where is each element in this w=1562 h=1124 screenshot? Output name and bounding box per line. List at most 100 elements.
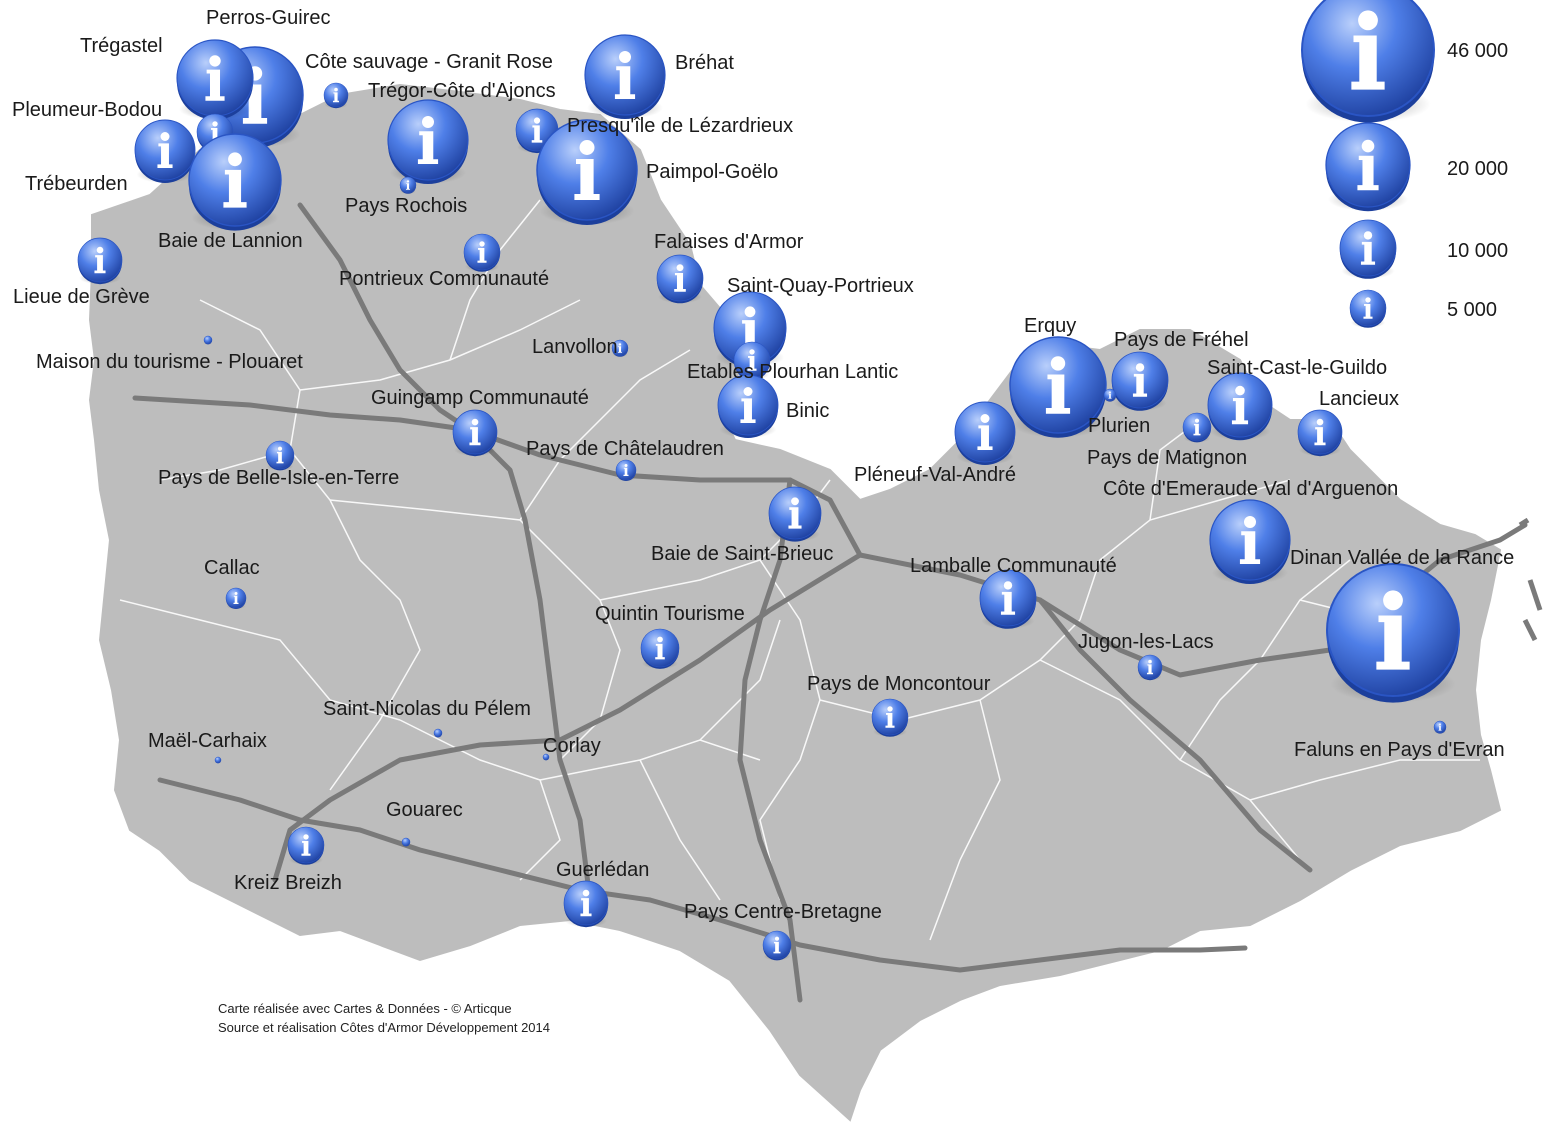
office-label: Dinan Vallée de la Rance [1290, 547, 1514, 569]
road-network [132, 202, 1528, 1003]
legend-info-icon [1325, 122, 1411, 212]
office-label: Pléneuf-Val-André [854, 464, 1016, 486]
info-icon [203, 335, 213, 345]
info-icon [214, 756, 222, 764]
info-icon [584, 34, 666, 120]
office-label: Faluns en Pays d'Evran [1294, 739, 1505, 761]
info-icon [134, 119, 196, 184]
info-icon [1103, 388, 1117, 402]
info-icon [768, 486, 822, 542]
office-label: Pays de Châtelaudren [526, 438, 724, 460]
office-label: Guerlédan [556, 859, 649, 881]
office-label: Kreiz Breizh [234, 872, 342, 894]
info-icon [1182, 412, 1212, 443]
office-label: Corlay [543, 735, 601, 757]
info-icon [563, 880, 609, 928]
office-label: Saint-Quay-Portrieux [727, 275, 914, 297]
office-labels: Perros-GuirecTrégastelPleumeur-BodouTréb… [12, 7, 1514, 923]
office-label: Pays Centre-Bretagne [684, 901, 882, 923]
info-icon [399, 176, 417, 194]
info-icon [1111, 351, 1169, 411]
info-icon [323, 82, 349, 109]
office-label: Pays de Fréhel [1114, 329, 1249, 351]
info-icon [762, 930, 792, 961]
legend: 46 000 20 000 10 000 5 000 [1301, 0, 1508, 328]
legend-label: 46 000 [1447, 40, 1508, 62]
info-icon [615, 459, 637, 482]
coast-markers [1518, 517, 1543, 642]
office-markers [77, 34, 1460, 961]
office-label: Pays de Moncontour [807, 673, 991, 695]
info-icon [954, 401, 1016, 465]
info-icon [611, 339, 629, 357]
info-icon [265, 440, 295, 471]
legend-info-icon [1339, 219, 1397, 279]
office-label: Pays de Belle-Isle-en-Terre [158, 467, 399, 489]
office-label: Côte sauvage - Granit Rose [305, 51, 553, 73]
info-icon [656, 254, 704, 304]
legend-label: 5 000 [1447, 299, 1497, 321]
info-icon [1207, 372, 1273, 441]
legend-label: 10 000 [1447, 240, 1508, 262]
info-icon [433, 728, 443, 738]
office-label: Lancieux [1319, 388, 1399, 410]
info-icon [188, 133, 282, 231]
info-icon [176, 39, 254, 120]
office-label: Pontrieux Communauté [339, 268, 549, 290]
office-label: Jugon-les-Lacs [1078, 631, 1214, 653]
office-label: Etables Plourhan Lantic [687, 361, 898, 383]
office-label: Baie de Lannion [158, 230, 303, 252]
office-label: Bréhat [675, 52, 734, 74]
office-label: Trégastel [80, 35, 163, 57]
office-label: Trégor-Côte d'Ajoncs [368, 80, 556, 102]
info-icon [871, 698, 909, 737]
info-icon [1009, 336, 1107, 438]
office-label: Plurien [1088, 415, 1150, 437]
office-label: Lanvollon [532, 336, 618, 358]
office-label: Perros-Guirec [206, 7, 330, 29]
info-icon [77, 237, 123, 285]
info-icon [452, 409, 498, 457]
office-label: Pays Rochois [345, 195, 467, 217]
credit-line-1: Carte réalisée avec Cartes & Données - ©… [218, 1001, 512, 1016]
legend-info-icon [1349, 289, 1387, 328]
office-label: Trébeurden [25, 173, 128, 195]
legend-label: 20 000 [1447, 158, 1508, 180]
office-label: Pays de Matignon [1087, 447, 1247, 469]
info-icon [287, 826, 325, 865]
office-label: Binic [786, 400, 829, 422]
office-label: Lamballe Communauté [910, 555, 1117, 577]
legend-info-icon [1301, 0, 1435, 123]
office-label: Lieue de Grève [13, 286, 150, 308]
office-label: Côte d'Emeraude Val d'Arguenon [1103, 478, 1398, 500]
info-icon [1326, 563, 1460, 703]
office-label: Quintin Tourisme [595, 603, 745, 625]
info-icon [387, 99, 469, 184]
office-label: Guingamp Communauté [371, 387, 589, 409]
info-icon [979, 569, 1037, 629]
office-label: Maël-Carhaix [148, 730, 267, 752]
office-label: Maison du tourisme - Plouaret [36, 351, 303, 373]
office-label: Saint-Nicolas du Pélem [323, 698, 531, 720]
info-icon [536, 119, 638, 225]
info-icon [225, 587, 247, 609]
office-label: Erquy [1024, 315, 1076, 337]
office-label: Saint-Cast-le-Guildo [1207, 357, 1387, 379]
office-label: Baie de Saint-Brieuc [651, 543, 833, 565]
info-icon [401, 837, 411, 847]
info-icon [1297, 409, 1343, 457]
office-label: Presqu'île de Lézardrieux [567, 115, 793, 137]
credit-line-2: Source et réalisation Côtes d'Armor Déve… [218, 1020, 550, 1035]
info-icon [463, 233, 501, 272]
info-icon [1137, 654, 1163, 681]
office-label: Gouarec [386, 799, 463, 821]
office-label: Pleumeur-Bodou [12, 99, 162, 121]
info-icon [1433, 720, 1447, 734]
office-label: Falaises d'Armor [654, 231, 804, 253]
office-label: Callac [204, 557, 260, 579]
info-icon [717, 374, 779, 438]
office-label: Paimpol-Goëlo [646, 161, 778, 183]
info-icon [640, 628, 680, 669]
info-icon [1209, 499, 1291, 584]
